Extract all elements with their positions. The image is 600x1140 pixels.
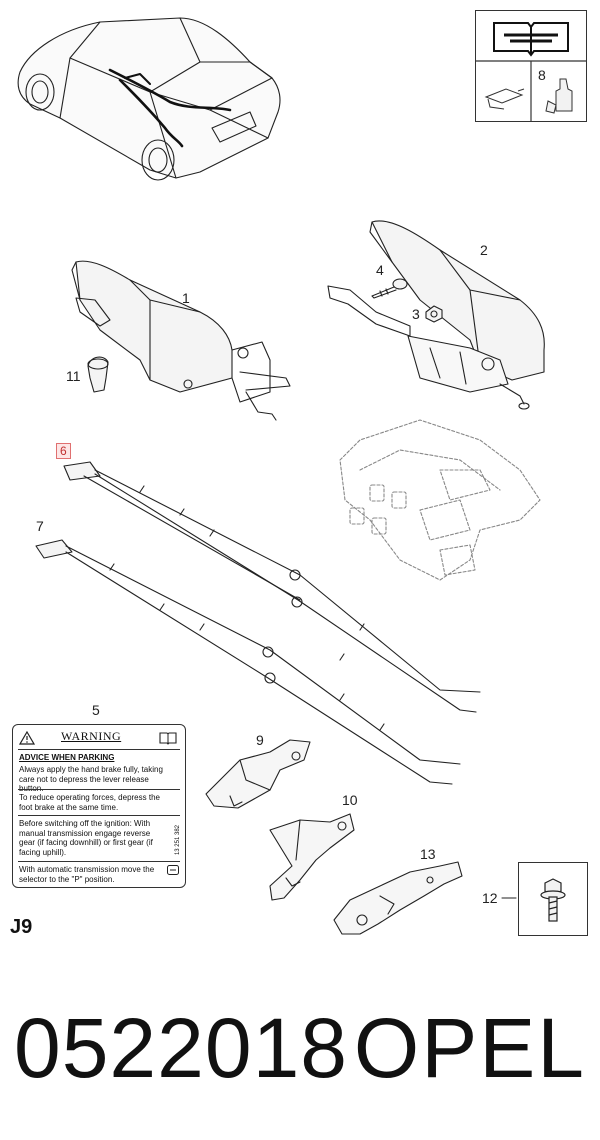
brand-name: OPEL <box>353 1001 586 1095</box>
warning-title: WARNING <box>61 729 122 743</box>
part-4-screw <box>371 278 408 299</box>
warning-label: WARNING ADVICE WHEN PARKING Always apply… <box>12 724 186 888</box>
label-part-6-highlighted[interactable]: 6 <box>56 443 71 459</box>
label-code: 13 251 382 <box>174 825 181 856</box>
part-9-bracket <box>205 739 311 809</box>
divider <box>18 861 180 862</box>
part-6-cables <box>63 461 481 713</box>
part-7-cables <box>35 539 461 785</box>
floor-panel-outline <box>339 419 541 581</box>
part-13-bracket <box>333 861 463 935</box>
label-part-4: 4 <box>376 262 384 278</box>
part-2-handbrake-lever-assembly <box>327 220 545 410</box>
part-3-nut <box>425 305 443 323</box>
label-part-5: 5 <box>92 702 100 718</box>
part-10-bracket <box>269 813 355 901</box>
part-number: 0522018 <box>14 1001 349 1095</box>
car-illustration <box>17 17 281 181</box>
warning-triangle-icon <box>19 731 35 745</box>
warning-p2: To reduce operating forces, depress the … <box>19 793 160 812</box>
bolt-icon <box>540 878 566 922</box>
warning-header: WARNING <box>13 729 185 747</box>
manual-book-icon <box>476 22 586 121</box>
book-icon <box>159 732 177 745</box>
label-part-2: 2 <box>480 242 488 258</box>
divider <box>18 789 180 790</box>
label-part-1: 1 <box>182 290 190 306</box>
warning-p1: Always apply the hand brake fully, takin… <box>19 765 163 793</box>
brand-logo-icon <box>167 865 179 875</box>
part-11-cap <box>87 356 109 393</box>
warning-p4: With automatic transmission move the sel… <box>19 865 155 884</box>
label-part-7: 7 <box>36 518 44 534</box>
label-part-8: 8 <box>538 67 546 83</box>
label-part-13: 13 <box>420 846 436 862</box>
warning-p3: Before switching off the ignition: With … <box>19 819 153 857</box>
label-part-12: 12 <box>482 890 498 906</box>
section-code: J9 <box>10 916 33 938</box>
label-part-9: 9 <box>256 732 264 748</box>
warning-heading: ADVICE WHEN PARKING <box>19 753 115 762</box>
divider <box>18 815 180 816</box>
label-part-10: 10 <box>342 792 358 808</box>
divider <box>18 749 180 750</box>
label-part-3: 3 <box>412 306 420 322</box>
label-part-11: 11 <box>66 368 81 384</box>
part-1-handbrake-lever <box>71 260 291 421</box>
manual-box: 8 <box>475 10 587 122</box>
part-12-box <box>518 862 588 936</box>
